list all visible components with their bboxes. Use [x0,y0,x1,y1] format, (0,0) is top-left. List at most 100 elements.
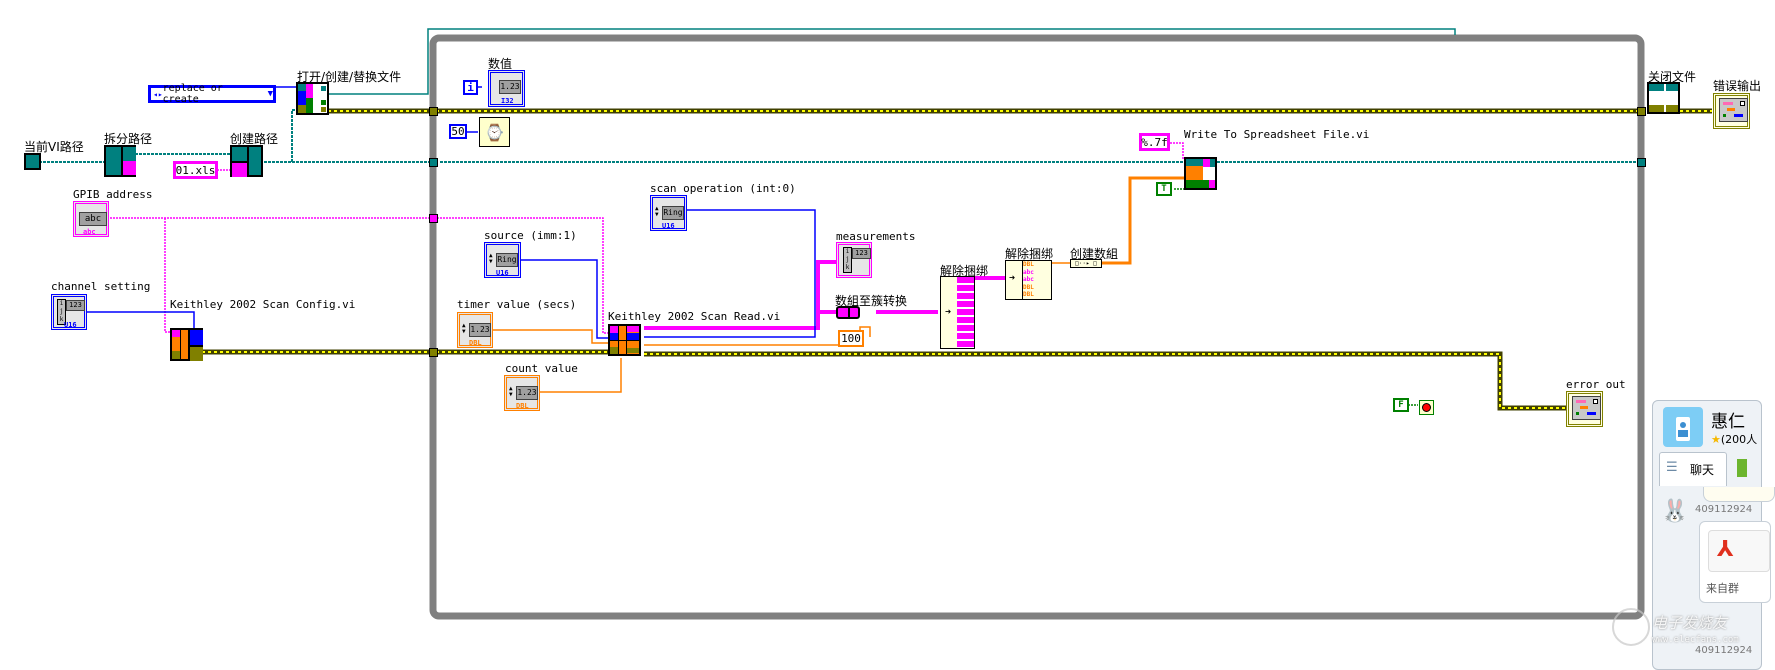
operation-ring-value: replace or create [162,83,223,105]
format-constant[interactable]: %.7f [1139,133,1170,151]
scan-config-label: Keithley 2002 Scan Config.vi [170,298,356,311]
member-count: ★(200人 [1711,433,1758,446]
close-file-node[interactable] [1647,82,1680,114]
message-sender: 409112924 [1695,645,1753,656]
chat-panel: 惠仁 ★(200人 ☰ 聊天 🐰 409112924 ⅄ 来自群 4091129… [1652,400,1775,670]
measurements-display: 123 [852,248,871,259]
array-to-cluster-label: 数組至簇转换 [835,294,908,308]
ring-arrows-icon: ◂▸ [153,89,163,99]
string-tunnel-in [429,214,438,223]
message-bubble[interactable]: ⅄ 来自群 [1699,521,1771,603]
wire-build-to-open [264,109,296,163]
source-display: Ring [496,253,518,267]
wire-refnum-top [328,28,1456,95]
increment-arrows-icon[interactable]: ▲▼ [655,205,659,218]
strip-path-label: 拆分路径 [104,132,153,146]
cluster-size-constant[interactable]: 100 [838,330,864,347]
error-out-indicator [1566,391,1603,427]
array-to-cluster-node[interactable] [836,306,860,319]
watermark-url: www.elecfans.com [1652,635,1739,645]
timer-value-control[interactable]: ▲▼ 1.23 DBL [457,312,493,348]
error-output-label: 错误输出 [1713,79,1762,93]
pdf-file-icon[interactable]: ⅄ [1717,537,1734,562]
scan-operation-display: Ring [662,206,684,220]
error-tunnel-in [429,107,438,116]
chat-bubble-icon: ☰ [1666,460,1678,475]
while-loop-frame[interactable] [429,34,1645,620]
unbundle-output: DBL [1023,261,1034,268]
measurements-label: measurements [836,230,916,243]
tab-chat[interactable]: ☰ 聊天 [1659,452,1727,486]
increment-arrows-icon[interactable]: ▲▼ [462,322,466,335]
increment-arrows-icon[interactable]: ▲▼ [509,385,513,398]
open-create-replace-node[interactable] [296,82,329,115]
scan-read-label: Keithley 2002 Scan Read.vi [608,310,781,323]
gpib-address-control[interactable]: abc abc [73,201,109,237]
close-file-label: 关闭文件 [1648,70,1697,84]
scan-read-vi-node[interactable] [608,324,641,356]
wire-array-to-write [1102,176,1185,265]
numeric-type-tag: I32 [501,97,514,105]
wait-ms-constant[interactable]: 50 [449,124,467,139]
current-vi-path-label: 当前VI路径 [24,140,84,154]
timer-value-display: 1.23 [469,323,491,337]
unbundle-2-label: 解除捆绑 [1005,247,1054,261]
wire-layer [39,28,1712,620]
array-cluster-wires [644,260,1005,330]
tab-announcement-icon[interactable] [1737,459,1747,477]
gpib-type-tag: abc [83,228,96,236]
numeric-indicator-label: 数值 [488,57,513,71]
operation-ring-constant[interactable]: ◂▸ replace or create ▼ [148,83,276,105]
increment-arrows-icon[interactable]: ▲▼ [489,252,493,265]
write-spreadsheet-vi-node[interactable] [1184,157,1217,190]
build-path-node[interactable] [230,145,263,177]
channel-setting-display: 123 [66,300,85,311]
count-type-tag: DBL [516,402,529,410]
count-value-display: 1.23 [516,386,538,400]
build-path-label: 创建路径 [230,132,279,146]
current-vi-path-node[interactable] [24,153,41,170]
unbundle-output: abc [1023,276,1034,284]
unbundle-1-node[interactable]: ➜ [940,276,975,349]
numeric-display: 1.23 [499,80,521,94]
false-constant[interactable]: F [1393,398,1409,412]
gpib-display: abc [79,212,107,226]
watermark-logo-icon [1612,608,1650,646]
error-wires [202,108,1712,411]
group-avatar[interactable] [1663,407,1703,447]
unbundle-2-node[interactable]: ➜ DBL abc abc DBL DBL [1005,260,1052,300]
count-value-control[interactable]: ▲▼ 1.23 DBL [504,375,540,411]
error-output-indicator [1713,93,1750,129]
error-tunnel-in-2 [429,348,438,357]
unbundle-1-label: 解除捆绑 [940,264,989,278]
count-value-label: count value [505,362,578,375]
build-array-node[interactable]: □··▸ □ [1070,259,1102,268]
scan-operation-label: scan operation (int:0) [650,182,796,195]
message-sender: 409112924 [1695,504,1753,515]
transpose-true-constant[interactable]: T [1156,182,1172,196]
dropdown-arrow-icon[interactable]: ▼ [267,89,273,99]
numeric-indicator: 1.23 I32 [488,70,525,107]
loop-condition-stop-icon[interactable] [1419,400,1434,415]
scan-operation-ring-control[interactable]: ▲▼ Ring U16 [650,195,687,231]
source-ring-control[interactable]: ▲▼ Ring U16 [484,242,521,278]
tab-chat-label: 聊天 [1690,463,1715,477]
strip-path-node[interactable] [104,145,136,177]
filename-constant[interactable]: 01.xls [173,161,218,179]
unbundle-output: DBL [1023,283,1034,291]
message-bubble-tail [1703,487,1775,502]
iteration-terminal[interactable]: i [463,80,478,95]
wait-ms-clock-icon[interactable]: ⌚ [479,117,510,147]
scan-config-vi-node[interactable] [170,328,203,361]
unbundle-output: DBL [1023,291,1034,299]
arrow-right-icon: ➜ [1009,273,1016,284]
star-icon: ★ [1711,433,1721,446]
open-file-label: 打开/创建/替换文件 [297,70,402,84]
group-name: 惠仁 [1711,412,1745,432]
user-avatar-rabbit[interactable]: 🐰 [1661,499,1689,524]
watermark-text: 电子发烧友 [1652,614,1728,632]
path-tunnel-in [429,158,438,167]
error-out-label: error out [1566,378,1626,391]
